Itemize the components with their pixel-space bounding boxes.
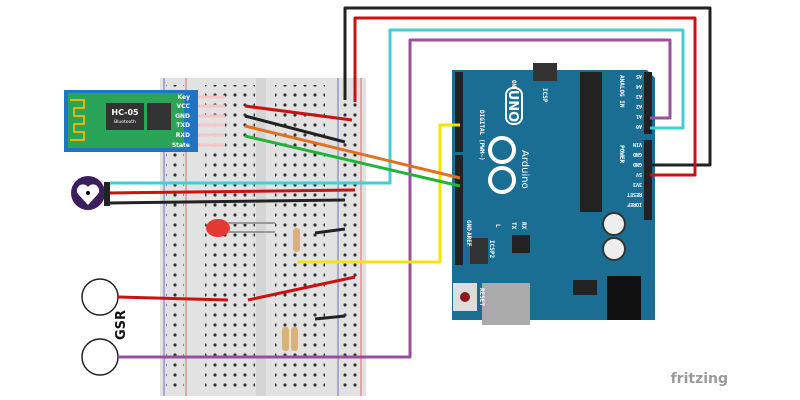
icsp-label: ICSP	[541, 88, 548, 103]
wire-red-gsr-rail	[247, 275, 356, 302]
hc05-bluetooth-module: HC-05 Bluetooth Key VCC GND TXD RXD Stat…	[64, 90, 225, 152]
gsr-sensor: GSR	[81, 278, 129, 376]
resistor-1	[293, 228, 300, 252]
wire-yellow-d	[297, 123, 460, 264]
rx-label: RX	[520, 222, 527, 230]
pin-txd: TXD	[176, 122, 190, 129]
pin-rxd: RXD	[176, 132, 190, 139]
gsr-label: GSR	[114, 310, 129, 340]
pin-state: State	[172, 142, 190, 149]
wire-black-res	[314, 314, 346, 321]
power-pin-reset: RESET	[627, 191, 642, 197]
wire-black-gnd	[343, 6, 712, 167]
hc05-name: HC-05	[111, 108, 139, 117]
wire-purple-a1	[118, 38, 672, 359]
analog-pin-a2: A2	[636, 103, 642, 109]
icsp2-label: ICSP2	[488, 240, 495, 258]
digital-label: DIGITAL (PWM~)	[478, 110, 485, 161]
power-pin-gnd-1: GND	[633, 151, 642, 157]
power-pin-3v3: 3V3	[633, 181, 642, 187]
wire-red-vcc	[244, 104, 353, 122]
analog-pin-a4: A4	[636, 83, 642, 89]
power-pin-vin: VIN	[633, 141, 642, 147]
analog-label: ANALOG IN	[618, 75, 625, 108]
aref-label: AREF	[465, 232, 472, 247]
fritzing-watermark: fritzing	[671, 371, 728, 387]
wire-red-5v	[353, 16, 697, 177]
pin-vcc: VCC	[177, 103, 191, 110]
resistor-3	[291, 327, 298, 351]
power-pin-gnd-2: GND	[633, 161, 642, 167]
power-pin-ioref: IOREF	[627, 201, 642, 207]
reset-button[interactable]	[460, 292, 470, 302]
arduino-uno-board: DIGITAL (PWM~) UNO Arduino ANALOG IN POW…	[452, 63, 655, 325]
wire-green-rxd	[244, 134, 461, 188]
red-led	[206, 219, 275, 237]
l-label: L	[494, 224, 501, 228]
power-pin-5v: 5V	[636, 171, 642, 177]
pulse-sensor	[71, 176, 110, 210]
wire-orange-txd	[244, 124, 461, 180]
analog-pin-a0: A0	[636, 123, 642, 129]
analog-pin-a3: A3	[636, 93, 642, 99]
on-label: ON	[510, 80, 517, 88]
arduino-brand: Arduino	[519, 150, 530, 189]
hc05-subtitle: Bluetooth	[114, 119, 136, 125]
analog-pin-a1: A1	[636, 113, 642, 119]
uno-logo-text: UNO	[505, 90, 520, 123]
wire-black-sensor	[109, 198, 346, 205]
resistor-2	[282, 327, 289, 351]
wire-cyan-a0	[110, 28, 685, 185]
analog-pin-labels: A5 A4 A3 A2 A1 A0	[636, 73, 642, 129]
wire-red-gsr	[117, 295, 229, 302]
wire-red-sensor	[109, 188, 356, 195]
reset-label: RESET	[478, 288, 485, 306]
tx-label: TX	[510, 222, 517, 230]
power-pin-labels: VIN GND GND 5V 3V3 RESET IOREF	[627, 141, 642, 207]
wire-black-led	[314, 227, 346, 235]
pin-key: Key	[177, 94, 190, 101]
gnd-label: GND	[465, 220, 472, 231]
pin-gnd: GND	[175, 113, 190, 120]
analog-pin-a5: A5	[636, 73, 642, 79]
power-label: POWER	[618, 145, 625, 163]
wire-black-gnd-bt	[244, 114, 346, 144]
